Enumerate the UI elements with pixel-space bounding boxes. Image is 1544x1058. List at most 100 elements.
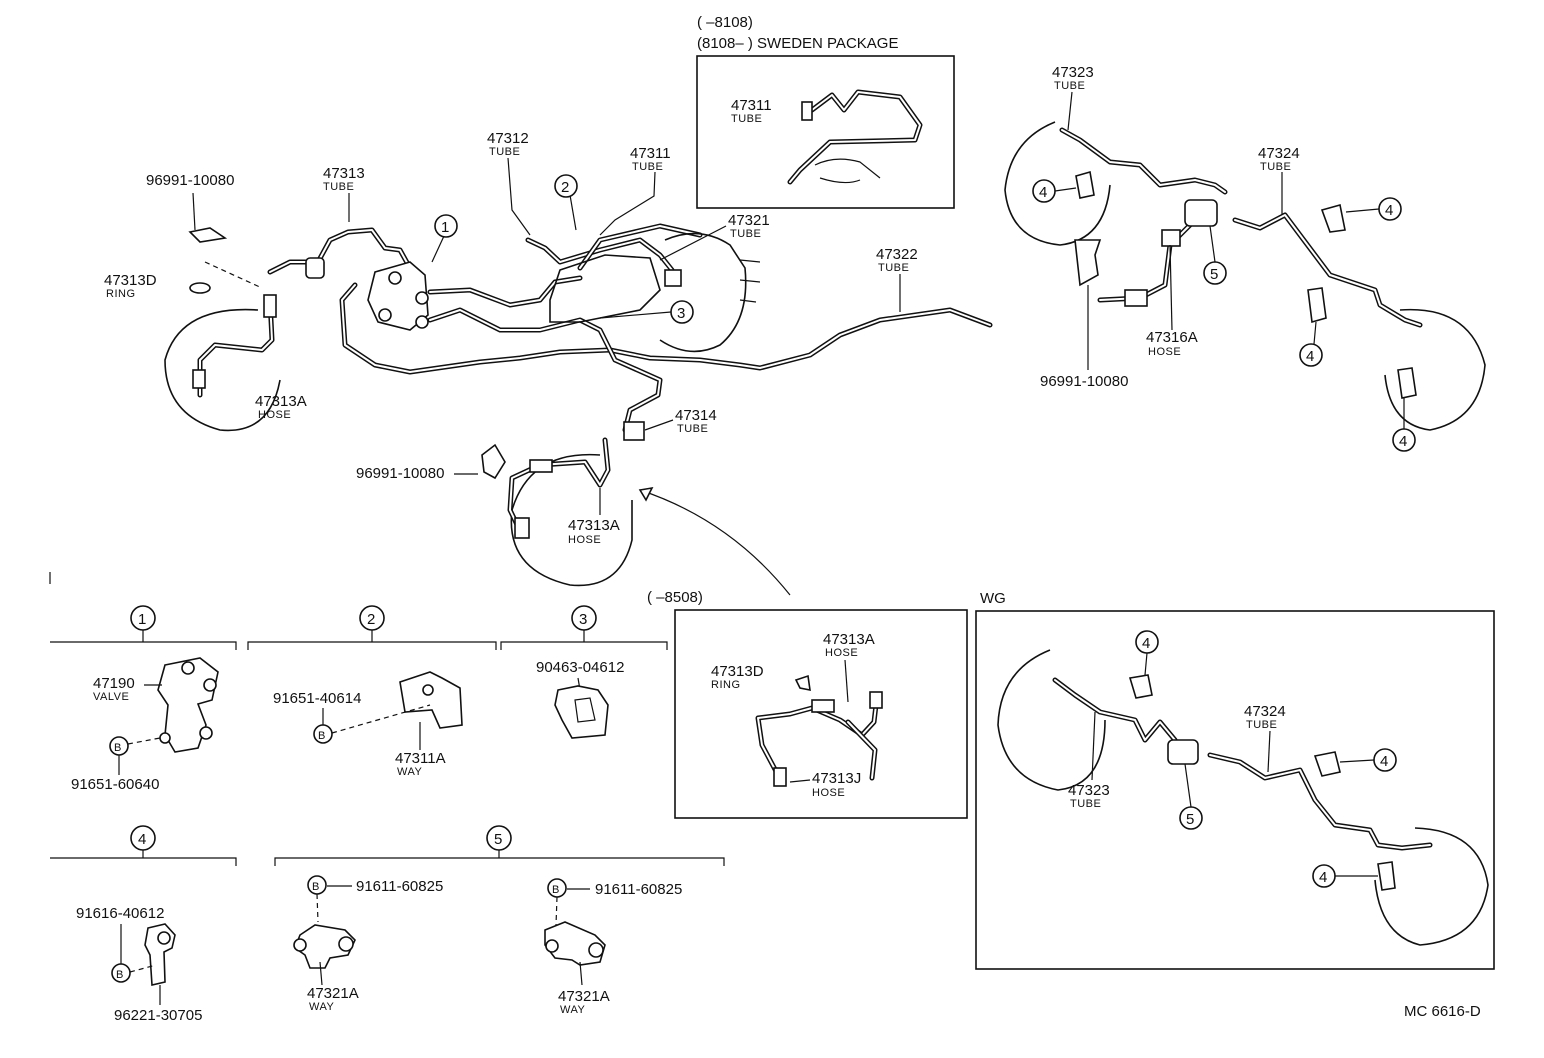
s5-part-91611-b: 91611-60825: [595, 881, 682, 898]
sweden-date-line1: ( –8108): [697, 14, 753, 31]
valve-port: [199, 726, 213, 740]
s5-part-47321A-a: 47321A: [307, 985, 359, 1002]
callout-4-label: 4: [1380, 753, 1388, 770]
part-47313D-type: RING: [106, 288, 136, 300]
inset-part-47313J-type: HOSE: [812, 787, 845, 799]
way-bracket-icon: [399, 671, 463, 729]
part-47313A-center: 47313A: [568, 517, 620, 534]
bolt-b-icon: [313, 724, 333, 744]
parts-section-1: 1 47190 VALVE B 91651-60640: [50, 605, 237, 793]
wg-part-47323-type: TUBE: [1070, 798, 1101, 810]
bracket-hole: [422, 684, 434, 696]
s5-part-47321A-a-type: WAY: [309, 1001, 334, 1013]
center-assembly: 47312 TUBE 47311 TUBE 47321 TUBE 47322 T…: [267, 130, 993, 433]
inset-part-47313A: 47313A: [823, 631, 875, 648]
callout-2-label: 2: [561, 179, 569, 196]
callout-2: [554, 174, 578, 198]
part-47314-type: TUBE: [677, 423, 708, 435]
s2-part-91651: 91651-40614: [273, 690, 361, 707]
clip-icon: [1074, 239, 1102, 287]
inset-8508-frame: [674, 609, 968, 819]
bolt-b-label: B: [114, 742, 122, 754]
callout-5-label: 5: [1210, 266, 1218, 283]
clip-icon: [1377, 861, 1396, 891]
clip-icon: [1320, 203, 1346, 233]
callout-4-label: 4: [1306, 348, 1314, 365]
part-47321-type: TUBE: [730, 228, 761, 240]
way-port: [588, 942, 604, 958]
wg-label: WG: [980, 590, 1006, 607]
way-port: [338, 936, 354, 952]
ring-icon: [794, 674, 811, 692]
section-callout-4-label: 4: [138, 831, 146, 848]
part-47321: 47321: [728, 212, 770, 229]
bolt-b-label: B: [318, 730, 326, 742]
callout-4-label: 4: [1319, 869, 1327, 886]
part-47311-sweden: 47311: [731, 97, 772, 114]
hose-fitting: [869, 691, 883, 709]
three-way-joint: [1184, 199, 1218, 227]
hose-fitting: [1161, 229, 1181, 247]
clip-icon: [188, 227, 228, 243]
part-96991-left: 96991-10080: [146, 172, 234, 189]
parts-section-2: 2 91651-40614 B 47311A WAY: [247, 605, 497, 778]
sweden-inset-frame: [696, 55, 955, 209]
caliper-fitting: [514, 517, 530, 539]
s1-part-91651: 91651-60640: [71, 776, 159, 793]
clip-icon: [481, 443, 506, 480]
clip-icon: [1128, 674, 1153, 699]
part-47313A-center-type: HOSE: [568, 534, 601, 546]
valve-port: [378, 308, 392, 322]
section-callout-5-label: 5: [494, 831, 502, 848]
caliper-fitting: [773, 767, 787, 787]
wg-part-47324: 47324: [1244, 703, 1286, 720]
inset-part-47313J: 47313J: [812, 770, 861, 787]
three-way-joint: [1167, 739, 1199, 765]
clamp-hole: [157, 931, 171, 945]
sweden-package-inset: ( –8108) (8108– ) SWEDEN PACKAGE 47311 T…: [696, 14, 955, 209]
valve-port: [388, 271, 402, 285]
part-47324: 47324: [1258, 145, 1300, 162]
valve-port: [159, 732, 171, 744]
part-47323-type: TUBE: [1054, 80, 1085, 92]
part-47313A-left: 47313A: [255, 393, 307, 410]
valve-port: [415, 291, 429, 305]
inset-8508: ( –8508) 47313A HOSE 47313D RING 47313J …: [647, 589, 968, 819]
wg-part-47323: 47323: [1068, 782, 1110, 799]
master-cylinder: [549, 254, 661, 323]
valve-port: [181, 661, 195, 675]
wg-part-47324-type: TUBE: [1246, 719, 1277, 731]
s1-part-47190-type: VALVE: [93, 691, 129, 703]
valve-port: [203, 678, 217, 692]
part-47313: 47313: [323, 165, 365, 182]
s2-part-47311A-type: WAY: [397, 766, 422, 778]
part-47311-sweden-type: TUBE: [731, 113, 762, 125]
valve-port: [415, 315, 429, 329]
ring-icon: [189, 282, 211, 294]
part-47313-type: TUBE: [323, 181, 354, 193]
part-47322: 47322: [876, 246, 918, 263]
sweden-date-line2: (8108– ) SWEDEN PACKAGE: [697, 35, 898, 52]
section-callout-1-label: 1: [138, 611, 146, 628]
callout-4-label: 4: [1399, 433, 1407, 450]
wg-inset-frame: [975, 610, 1495, 970]
s3-part-90463: 90463-04612: [536, 659, 624, 676]
parts-section-3: 3 90463-04612: [500, 605, 668, 739]
part-47312: 47312: [487, 130, 529, 147]
part-47313D: 47313D: [104, 272, 157, 289]
parts-section-5: 5 B 91611-60825 47321A WAY B 91611-60825…: [274, 825, 725, 1016]
clip-icon: [1397, 367, 1417, 399]
s5-part-91611-a: 91611-60825: [356, 878, 443, 895]
callout-4-label: 4: [1039, 184, 1047, 201]
callout-4-label: 4: [1142, 635, 1150, 652]
s1-part-47190: 47190: [93, 675, 135, 692]
part-47312-type: TUBE: [489, 146, 520, 158]
hose-fitting: [263, 294, 277, 318]
inset-part-47313D-type: RING: [711, 679, 741, 691]
part-47313A-left-type: HOSE: [258, 409, 291, 421]
arrow-icon: [638, 486, 654, 502]
callout-1: [434, 214, 458, 238]
inset-8508-date: ( –8508): [647, 589, 703, 606]
tube-fitting: [801, 101, 813, 121]
